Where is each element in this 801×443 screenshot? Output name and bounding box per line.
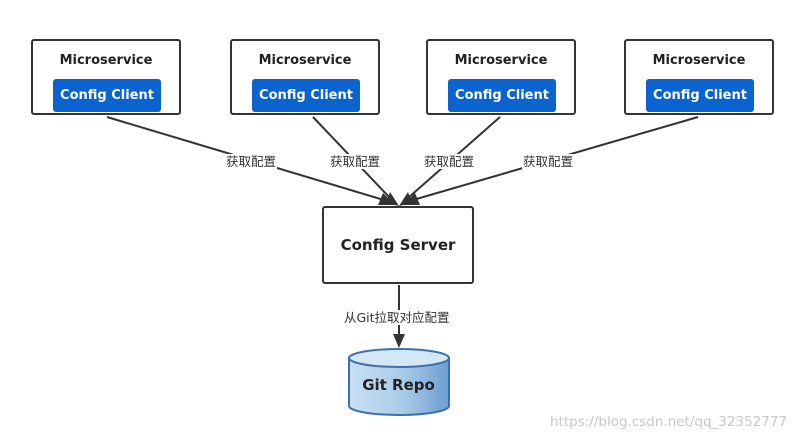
edge-label-ms3: 获取配置	[423, 154, 476, 169]
microservice-title: Microservice	[454, 53, 548, 68]
config-server-label: Config Server	[340, 236, 456, 254]
edge-label-repo: 从Git拉取对应配置	[343, 310, 451, 325]
arrowhead-ms4	[403, 193, 420, 205]
edge-label-ms2: 获取配置	[329, 154, 382, 169]
arrowhead-ms2	[386, 192, 399, 206]
config-client-badge: Config Client	[646, 79, 754, 112]
watermark-url: https://blog.csdn.net/qq_32352777	[550, 414, 788, 430]
git-repo-cylinder	[348, 348, 450, 416]
config-server-box: Config Server	[322, 206, 474, 284]
git-repo-label: Git Repo	[362, 376, 435, 394]
microservice-box-3: Microservice Config Client	[426, 39, 576, 115]
edge-label-ms4: 获取配置	[522, 154, 575, 169]
microservice-title: Microservice	[258, 53, 352, 68]
config-client-badge: Config Client	[252, 79, 360, 112]
microservice-box-4: Microservice Config Client	[624, 39, 774, 115]
microservice-title: Microservice	[59, 53, 153, 68]
microservice-box-2: Microservice Config Client	[230, 39, 380, 115]
config-client-badge: Config Client	[53, 79, 161, 112]
config-client-badge: Config Client	[448, 79, 556, 112]
microservice-box-1: Microservice Config Client	[31, 39, 181, 115]
arrowhead-repo	[393, 334, 405, 348]
edge-label-ms1: 获取配置	[225, 154, 278, 169]
microservice-title: Microservice	[652, 53, 746, 68]
